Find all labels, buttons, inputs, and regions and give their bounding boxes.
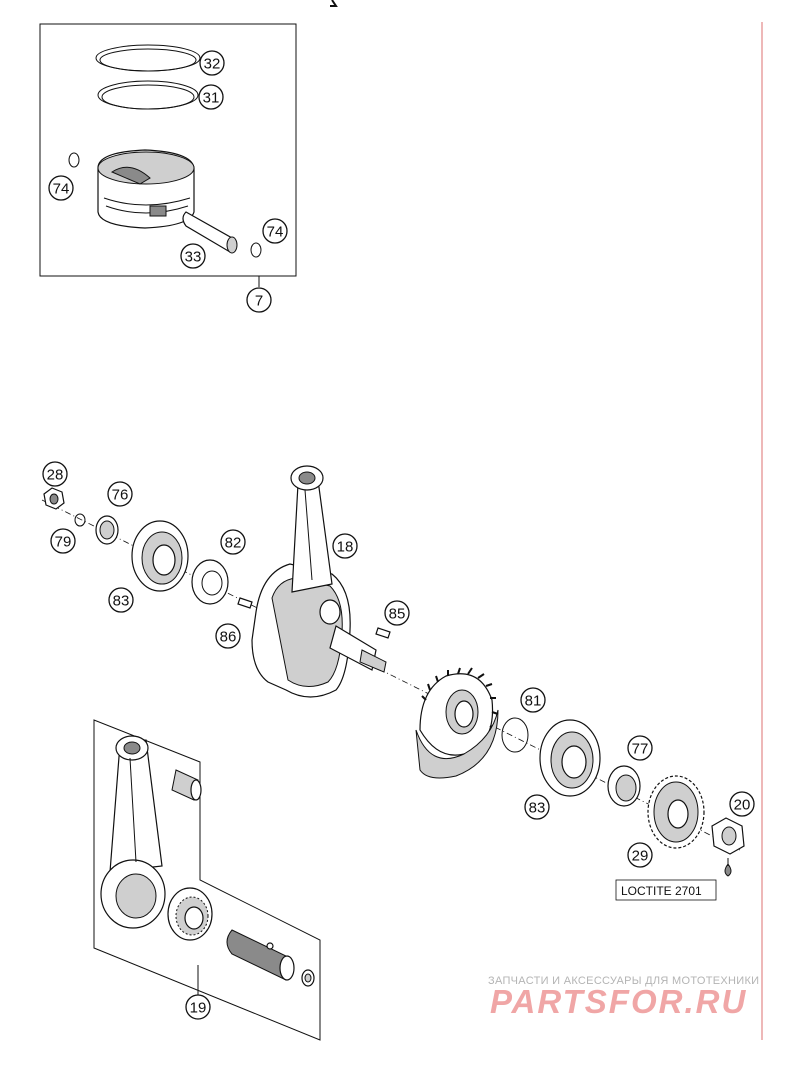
key-86 (237, 597, 253, 609)
svg-text:7: 7 (255, 293, 263, 310)
callout-86: 86 (215, 623, 241, 649)
primary-gear-teeth (421, 667, 499, 731)
title-fragment (330, 0, 338, 7)
loctite-label: LOCTITE 2701 (621, 884, 702, 898)
svg-text:81: 81 (525, 693, 542, 710)
callout-83-right: 83 (524, 794, 550, 820)
svg-text:18: 18 (337, 539, 354, 556)
svg-text:77: 77 (632, 741, 649, 758)
bearing-83-left-bore (152, 544, 176, 576)
conrod-kit (93, 719, 321, 1041)
bushing-76-inner (99, 520, 115, 540)
gear-29-bore (667, 799, 689, 829)
callout-81: 81 (520, 687, 546, 713)
primary-gear-bore (454, 700, 474, 728)
svg-text:19: 19 (190, 1000, 207, 1017)
piston-skirt-mark (149, 205, 167, 217)
piston-skirt-detail (103, 197, 191, 206)
conrod-rib (304, 489, 313, 581)
svg-text:76: 76 (112, 487, 129, 504)
svg-text:82: 82 (225, 535, 242, 552)
callout-31: 31 (198, 84, 224, 110)
callout-20: 20 (729, 791, 755, 817)
conrod-kit-frame (93, 719, 321, 1041)
loctite-drop (724, 863, 732, 877)
callout-7: 7 (246, 287, 272, 313)
nut-20-hole (721, 826, 737, 846)
circlip-right (250, 242, 262, 258)
conrod-kit-washer-hole (304, 973, 312, 983)
crankshaft-web-hole (319, 599, 341, 625)
svg-text:20: 20 (734, 797, 751, 814)
piston-group-frame (39, 23, 297, 277)
key-85 (375, 627, 391, 639)
svg-text:85: 85 (389, 606, 406, 623)
piston-pin-end (226, 236, 238, 254)
callout-83-left: 83 (108, 587, 134, 613)
piston-crown-valve (110, 166, 151, 185)
piston-ring-31-inner (101, 84, 195, 110)
svg-text:28: 28 (47, 467, 64, 484)
needle-bearing-bore (184, 906, 204, 930)
crank-assembly: LOCTITE 2701 (41, 465, 745, 901)
bearing-83-right-bore (561, 745, 587, 779)
piston-skirt-detail2 (105, 205, 189, 214)
balancer-weight (415, 709, 499, 779)
watermark-tagline: ЗАПЧАСТИ И АКСЕССУАРЫ ДЛЯ МОТОТЕХНИКИ (488, 975, 760, 987)
svg-text:29: 29 (632, 848, 649, 865)
callout-32: 32 (199, 50, 225, 76)
svg-text:83: 83 (529, 800, 546, 817)
crank-pin-oil-hole (266, 942, 274, 950)
callout-19: 19 (185, 994, 211, 1020)
svg-text:74: 74 (267, 224, 284, 241)
callout-77: 77 (627, 735, 653, 761)
svg-text:83: 83 (113, 593, 130, 610)
svg-text:32: 32 (204, 56, 221, 73)
conrod-19-rib (129, 757, 137, 863)
oring-81 (501, 717, 529, 753)
callout-76: 76 (107, 481, 133, 507)
conrod-small-end-hole (298, 471, 316, 485)
loctite-box (615, 879, 717, 901)
washer-79 (74, 513, 86, 527)
callout-28: 28 (42, 461, 68, 487)
svg-text:74: 74 (53, 181, 70, 198)
callout-74-left: 74 (48, 175, 74, 201)
svg-text:86: 86 (220, 629, 237, 646)
crankshaft-spline (359, 649, 387, 673)
conrod-19-small-end-hole (123, 741, 141, 755)
callout-33: 33 (180, 243, 206, 269)
callout-74-right: 74 (262, 218, 288, 244)
small-end-bushing-end (190, 779, 202, 801)
svg-text:33: 33 (185, 249, 202, 266)
svg-text:31: 31 (203, 90, 220, 107)
svg-text:79: 79 (55, 534, 72, 551)
shim-82 (191, 559, 229, 605)
bushing-77-inner (615, 774, 637, 802)
callout-85: 85 (384, 600, 410, 626)
callout-79: 79 (50, 528, 76, 554)
crank-pin-end (279, 955, 295, 981)
callout-82: 82 (220, 529, 246, 555)
nut-28-hole (49, 493, 59, 505)
piston-group (39, 23, 297, 287)
conrod-19-big-end-hole (115, 873, 157, 919)
callout-29: 29 (627, 842, 653, 868)
circlip-left (68, 152, 80, 168)
watermark-logo: PARTSFOR.RU (490, 983, 748, 1020)
shim-82-hole (201, 570, 223, 596)
piston-ring-32-inner (99, 48, 197, 72)
callout-18: 18 (332, 533, 358, 559)
